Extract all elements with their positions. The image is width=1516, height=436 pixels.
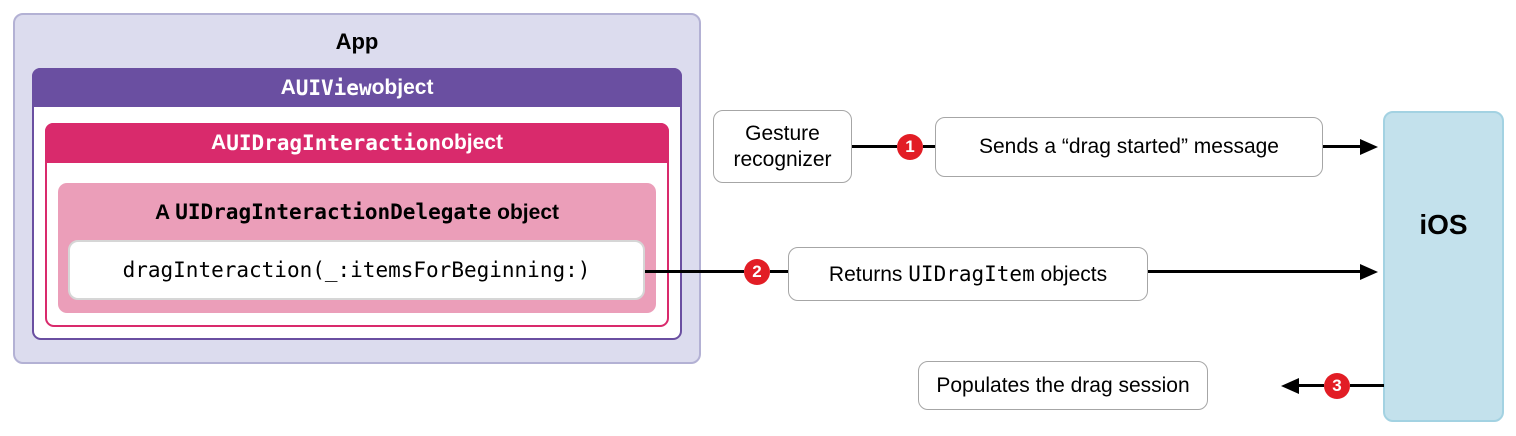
step3-arrowhead-icon — [1281, 378, 1299, 394]
step2-line-right — [1148, 270, 1362, 273]
step3-line-left — [1297, 384, 1324, 387]
step2-arrowhead-icon — [1360, 264, 1378, 280]
step3-line-right — [1350, 384, 1384, 387]
delegate-header-prefix: A — [155, 201, 176, 224]
step1-line-right — [1323, 145, 1362, 148]
step1-number-badge: 1 — [897, 134, 923, 160]
delegate-header-code: UIDragInteractionDelegate — [175, 200, 492, 224]
uiview-header-suffix: object — [371, 75, 434, 99]
ios-box — [1383, 111, 1504, 422]
step2-message-box: Returns UIDragItem objects — [788, 247, 1148, 301]
delegate-method-label: dragInteraction(_:itemsForBeginning:) — [122, 258, 591, 282]
gesture-recognizer-label: Gesture recognizer — [733, 121, 832, 171]
uidraginteraction-header-suffix: object — [441, 131, 503, 154]
step2-line-dash — [770, 270, 788, 273]
app-title: App — [335, 29, 379, 54]
step1-arrowhead-icon — [1360, 139, 1378, 155]
step2-line-left — [645, 270, 744, 273]
gesture-recognizer-box: Gesture recognizer — [713, 110, 852, 183]
uiview-header: A UIView object — [32, 68, 682, 107]
uiview-header-code: UIView — [295, 75, 372, 100]
step2-prefix: Returns — [828, 262, 909, 286]
step2-message-label: Returns UIDragItem objects — [829, 262, 1107, 287]
step2-code: UIDragItem — [908, 261, 1035, 286]
step1-message-label: Sends a “drag started” message — [979, 135, 1279, 158]
uiview-header-prefix: A — [280, 75, 296, 99]
uidraginteraction-header-code: UIDragInteraction — [226, 131, 442, 155]
step3-number-badge: 3 — [1324, 373, 1350, 399]
uidraginteraction-header: A UIDragInteraction object — [45, 123, 669, 163]
step1-line-left — [852, 145, 897, 148]
uidraginteraction-header-prefix: A — [211, 131, 227, 154]
step2-suffix: objects — [1034, 262, 1108, 286]
step3-message-label: Populates the drag session — [936, 373, 1190, 397]
step1-line-dash — [923, 145, 935, 148]
step3-message-box: Populates the drag session — [918, 361, 1208, 410]
delegate-method-box: dragInteraction(_:itemsForBeginning:) — [68, 240, 645, 300]
step2-number-badge: 2 — [744, 259, 770, 285]
step1-message-box: Sends a “drag started” message — [935, 117, 1323, 177]
ios-label: iOS — [1419, 209, 1468, 240]
delegate-header-suffix: object — [491, 201, 559, 224]
